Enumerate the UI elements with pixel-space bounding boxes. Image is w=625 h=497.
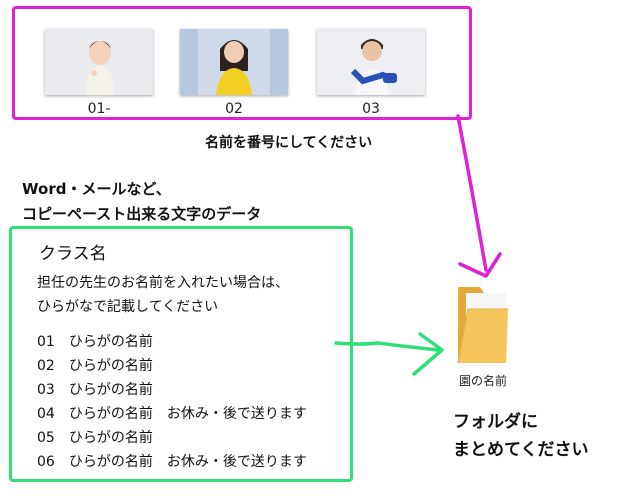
list-item: 03 ひらがの名前 — [37, 382, 153, 398]
child-photo-icon — [45, 29, 153, 95]
instruction-line2: ひらがなで記載してください — [37, 299, 219, 315]
list-item: 04 ひらがの名前 お休み・後で送ります — [37, 406, 307, 422]
folder-label: 園の名前 — [459, 374, 508, 388]
photo-group-box: 01- 02 03 — [12, 6, 472, 120]
photo-thumbnail-01[interactable] — [45, 29, 153, 95]
list-item: 01 ひらがの名前 — [37, 334, 153, 350]
photo-thumbnail-03[interactable] — [317, 29, 425, 95]
photo-caption-01: 01- — [87, 101, 111, 117]
text-data-heading-line1: Word・メールなど、 — [22, 180, 171, 198]
list-item: 02 ひらがの名前 — [37, 358, 153, 374]
class-name-title: クラス名 — [39, 244, 107, 264]
list-item: 05 ひらがの名前 — [37, 430, 153, 446]
child-photo-icon — [180, 29, 288, 95]
photo-rename-note: 名前を番号にしてください — [205, 135, 373, 151]
photo-caption-03: 03 — [362, 101, 380, 117]
list-item: 06 ひらがの名前 お休み・後で送ります — [37, 454, 307, 470]
green-arrow-icon — [334, 332, 444, 376]
folder-note-line1: フォルダに — [453, 412, 538, 432]
child-photo-icon — [317, 29, 425, 95]
photo-caption-02: 02 — [225, 101, 243, 117]
photo-thumbnail-02[interactable] — [180, 29, 288, 95]
magenta-arrow-icon — [456, 114, 502, 278]
folder-note-line2: まとめてください — [453, 440, 589, 460]
text-data-heading-line2: コピーペースト出来る文字のデータ — [22, 205, 262, 223]
class-text-box: クラス名 担任の先生のお名前を入れたい場合は、 ひらがなで記載してください 01… — [9, 226, 353, 482]
folder-icon[interactable] — [452, 283, 514, 367]
instruction-line1: 担任の先生のお名前を入れたい場合は、 — [37, 275, 289, 291]
